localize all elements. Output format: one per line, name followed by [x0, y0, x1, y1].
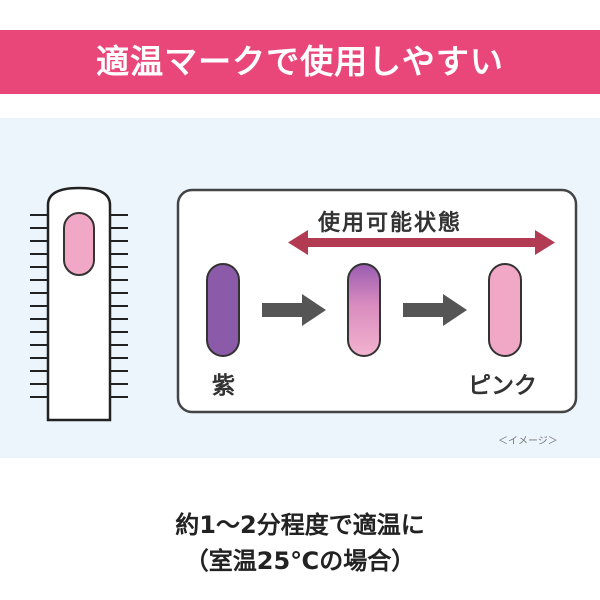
mark-purple: [206, 263, 240, 357]
usable-range-arrow: [288, 230, 555, 255]
bottle-ridges: [30, 214, 128, 398]
usable-state-label: 使用可能状態: [318, 211, 463, 236]
arrow-right-2: [403, 294, 467, 326]
purple-label: 紫: [212, 373, 235, 399]
image-note: ＜イメージ＞: [498, 436, 558, 447]
mark-pink: [488, 263, 522, 357]
banner-title: 適温マークで使用しやすい: [96, 42, 504, 81]
mark-transition: [347, 263, 381, 357]
title-banner: 適温マークで使用しやすい: [0, 30, 600, 94]
bottle-temp-mark: [63, 212, 95, 276]
arrow-right-1: [262, 294, 326, 326]
bottle-illustration: [30, 186, 128, 422]
pink-label: ピンク: [468, 373, 537, 399]
caption-line2: （室温25℃の場合）: [184, 547, 416, 575]
caption-line1: 約1～2分程度で適温に: [175, 511, 425, 539]
